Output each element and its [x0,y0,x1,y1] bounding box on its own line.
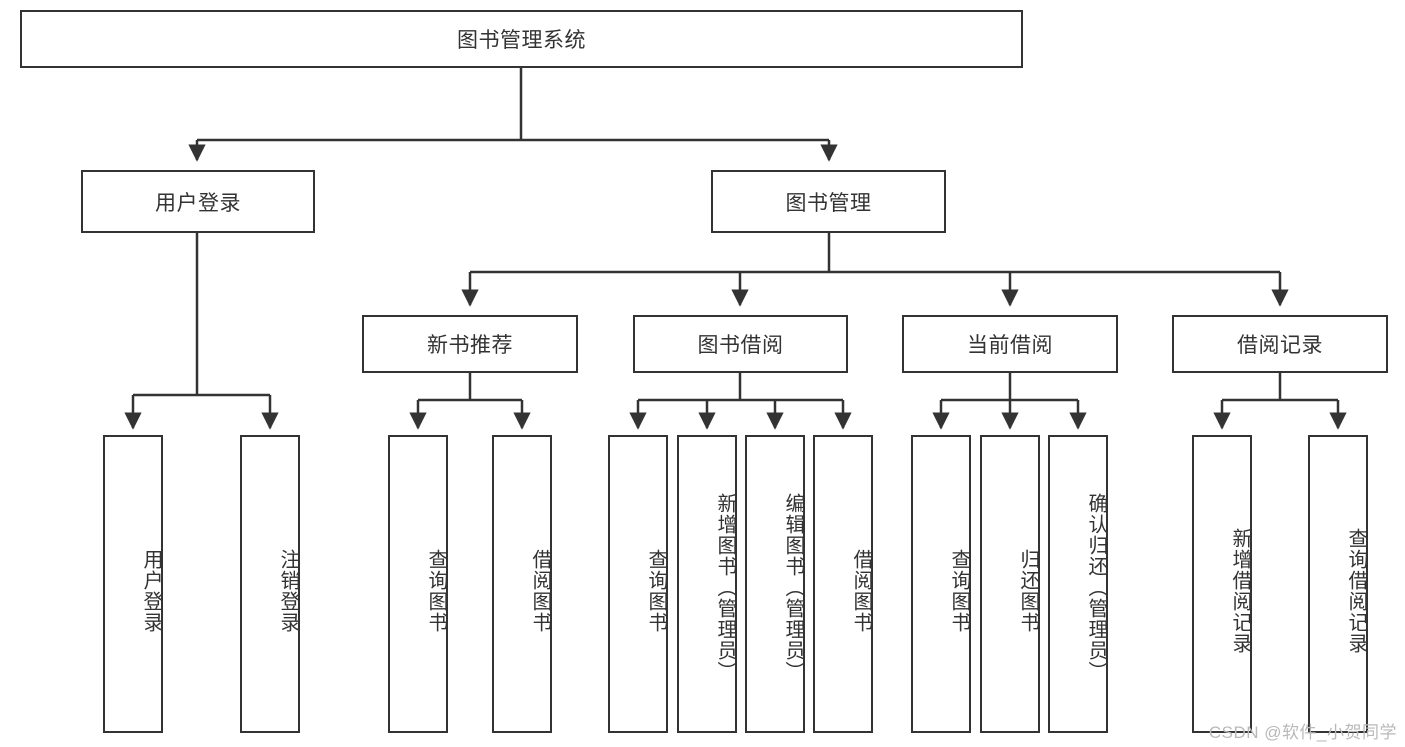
leaf-add-book[interactable]: 新增图书（管理员） [677,435,737,733]
leaf-borrow-book-recommend[interactable]: 借阅图书 [492,435,552,733]
node-root-system[interactable]: 图书管理系统 [20,10,1023,68]
leaf-label: 新增借阅记录 [1229,528,1251,654]
leaf-label: 查询图书 [948,549,970,633]
leaf-label: 借阅图书 [850,549,872,633]
leaf-add-borrow-record[interactable]: 新增借阅记录 [1192,435,1252,733]
leaf-label: 查询图书 [425,549,447,633]
node-borrow-record[interactable]: 借阅记录 [1172,315,1388,373]
leaf-query-book-current[interactable]: 查询图书 [911,435,971,733]
leaf-user-login[interactable]: 用户登录 [103,435,163,733]
leaf-label: 注销登录 [277,549,299,633]
leaf-edit-book[interactable]: 编辑图书（管理员） [745,435,805,733]
leaf-label: 归还图书 [1017,549,1039,633]
leaf-label: 新增图书（管理员） [714,492,736,682]
leaf-return-book[interactable]: 归还图书 [980,435,1040,733]
leaf-label: 查询图书 [645,549,667,633]
node-book-borrow[interactable]: 图书借阅 [633,315,848,373]
node-user-login[interactable]: 用户登录 [81,170,315,233]
leaf-label: 编辑图书（管理员） [782,492,804,682]
leaf-confirm-return[interactable]: 确认归还（管理员） [1048,435,1108,733]
leaf-label: 查询借阅记录 [1345,528,1367,654]
node-book-management[interactable]: 图书管理 [711,170,946,233]
node-current-borrow[interactable]: 当前借阅 [902,315,1118,373]
leaf-borrow-book-borrow[interactable]: 借阅图书 [813,435,873,733]
leaf-query-book-borrow[interactable]: 查询图书 [608,435,668,733]
node-new-book-recommend[interactable]: 新书推荐 [362,315,578,373]
watermark: CSDN @软件_小贺同学 [1208,723,1397,742]
leaf-query-borrow-record[interactable]: 查询借阅记录 [1308,435,1368,733]
leaf-label: 用户登录 [140,549,162,633]
leaf-user-logout[interactable]: 注销登录 [240,435,300,733]
leaf-query-book-recommend[interactable]: 查询图书 [388,435,448,733]
leaf-label: 借阅图书 [529,549,551,633]
leaf-label: 确认归还（管理员） [1085,492,1107,682]
